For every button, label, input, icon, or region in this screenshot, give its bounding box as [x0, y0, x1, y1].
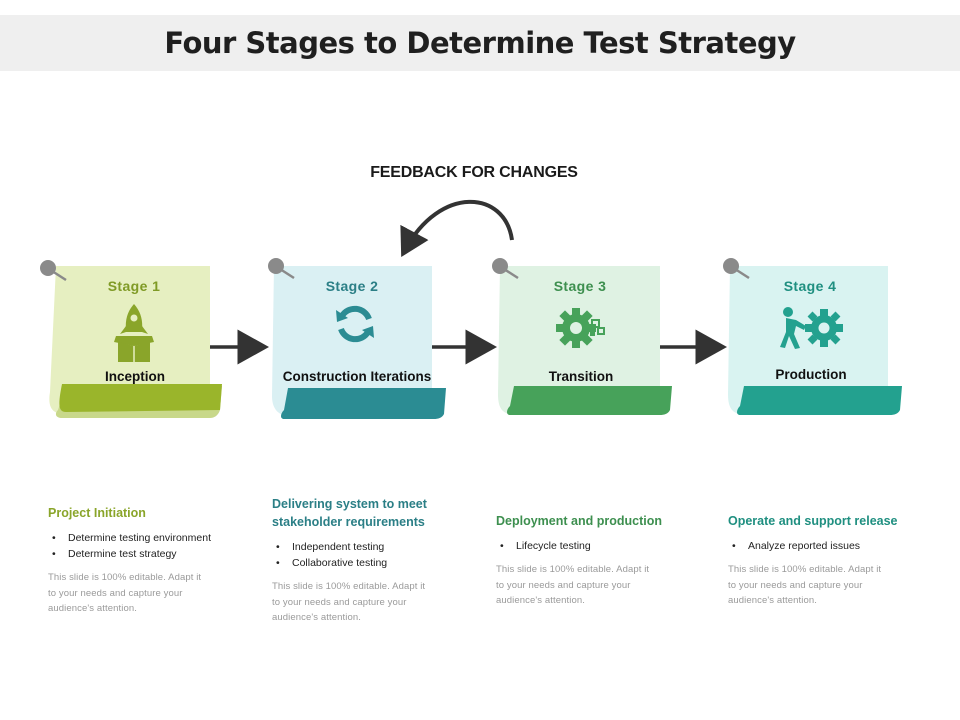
- bullet-item: Determine test strategy: [48, 546, 248, 562]
- feedback-arrow: [400, 199, 514, 258]
- stage-name: Transition: [548, 369, 614, 384]
- feedback-label: FEEDBACK FOR CHANGES: [370, 164, 578, 181]
- filler-text: This slide is 100% editable. Adapt it to…: [48, 572, 202, 614]
- rocket-box-icon: [114, 304, 154, 362]
- stage-label: Stage 2: [325, 278, 379, 294]
- bullet-list: Independent testing Collaborative testin…: [272, 539, 462, 571]
- stage-card-1: Stage 1 Inception: [54, 266, 229, 446]
- description-heading: Deployment and production: [496, 514, 662, 528]
- bullet-list: Lifecycle testing: [496, 538, 696, 554]
- bullet-item: Analyze reported issues: [728, 538, 928, 554]
- stage-name: Production: [775, 367, 847, 382]
- description-heading: Delivering system to meet stakeholder re…: [272, 497, 427, 529]
- stage-label: Stage 4: [783, 278, 837, 294]
- refresh-icon: [336, 305, 374, 343]
- description-column-4: Operate and support release Analyze repo…: [728, 512, 928, 609]
- description-heading: Project Initiation: [48, 506, 146, 520]
- description-heading: Operate and support release: [728, 514, 898, 528]
- filler-text: This slide is 100% editable. Adapt it to…: [272, 581, 426, 623]
- stage-card-4: Stage 4 Production: [730, 266, 905, 446]
- stage-label: Stage 1: [107, 278, 161, 294]
- stage-label: Stage 3: [553, 278, 607, 294]
- stage-card-4-shape: [723, 258, 902, 415]
- stage-name: Inception: [105, 369, 165, 384]
- filler-text: This slide is 100% editable. Adapt it to…: [728, 564, 882, 606]
- stage-name: Construction Iterations: [282, 369, 432, 384]
- bullet-list: Analyze reported issues: [728, 538, 928, 554]
- description-column-2: Delivering system to meet stakeholder re…: [272, 495, 462, 626]
- person-pushing-gear-icon: [780, 307, 843, 349]
- filler-text: This slide is 100% editable. Adapt it to…: [496, 564, 650, 606]
- bullet-item: Determine testing environment: [48, 530, 248, 546]
- bullet-item: Lifecycle testing: [496, 538, 696, 554]
- description-column-1: Project Initiation Determine testing env…: [48, 504, 248, 617]
- bullet-list: Determine testing environment Determine …: [48, 530, 248, 562]
- description-column-3: Deployment and production Lifecycle test…: [496, 512, 696, 609]
- bullet-item: Collaborative testing: [272, 555, 462, 571]
- bullet-item: Independent testing: [272, 539, 462, 555]
- stage-card-3: Stage 3 Transition: [500, 266, 675, 446]
- title-bar: Four Stages to Determine Test Strategy: [0, 15, 960, 71]
- stage-card-2: Stage 2 Construction Iterations: [272, 266, 447, 446]
- page-title: Four Stages to Determine Test Strategy: [164, 26, 796, 60]
- gear-transition-icon: [556, 308, 605, 348]
